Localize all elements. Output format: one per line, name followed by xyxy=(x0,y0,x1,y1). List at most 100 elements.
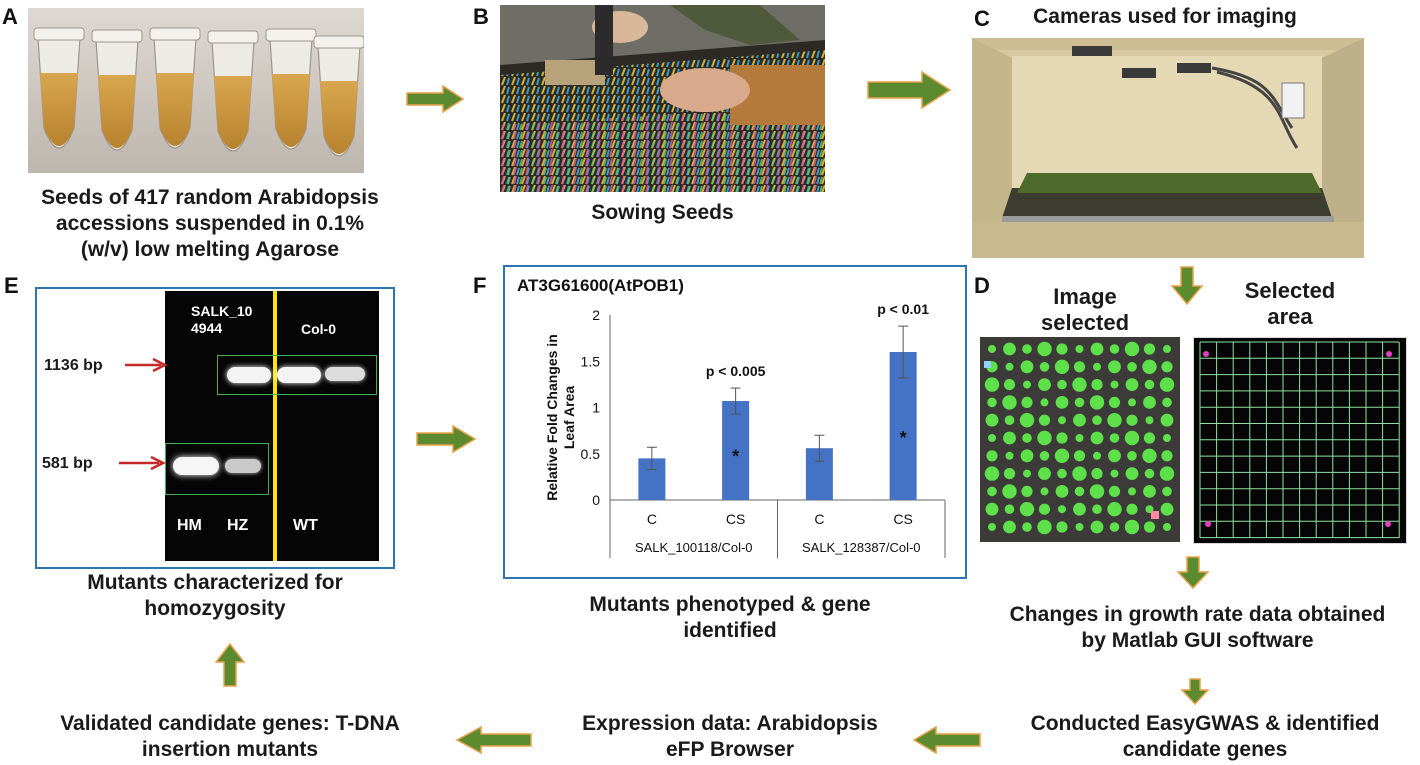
plant-rosette xyxy=(1058,416,1066,425)
panel-b-label: B xyxy=(473,4,489,29)
plant-rosette xyxy=(1091,468,1103,480)
plant-rosette xyxy=(1126,414,1138,426)
title-line: selected xyxy=(1040,310,1130,335)
plant-rosette xyxy=(1090,520,1104,534)
plant-rosette xyxy=(1057,379,1067,390)
significance-star: * xyxy=(900,428,907,448)
marker-arrow-icon xyxy=(119,455,166,471)
marker-label-581: 581 bp xyxy=(28,455,93,473)
plant-rosette xyxy=(1163,434,1171,442)
x-group-label: SALK_100118/Col-0 xyxy=(635,540,753,555)
caption-line: Mutants phenotyped & gene xyxy=(589,593,871,616)
plant-rosette xyxy=(1109,344,1120,354)
marker-text: 1136 bp xyxy=(44,357,103,374)
plant-rosette xyxy=(1127,451,1137,461)
plant-rosette xyxy=(1055,396,1069,409)
gel-band xyxy=(227,367,271,383)
plant-rosette xyxy=(1002,395,1017,410)
lane-label-hm: HM xyxy=(177,517,202,534)
p-value-label: p < 0.01 xyxy=(877,301,929,317)
plant-rosette xyxy=(1144,379,1155,390)
plant-rosette xyxy=(1055,485,1069,498)
arrow-down-icon xyxy=(1176,556,1210,590)
gel-divider xyxy=(273,291,277,561)
caption-line: accessions suspended in 0.1% xyxy=(55,212,365,235)
plant-rosette xyxy=(1002,484,1017,499)
plant-rosette xyxy=(1072,466,1087,481)
bar-chart: AT3G61600(AtPOB1)Relative Fold Changes i… xyxy=(517,276,946,558)
x-tick-label: CS xyxy=(726,511,745,527)
plant-rosette xyxy=(1092,504,1102,514)
lane-label-hz: HZ xyxy=(227,517,249,534)
y-tick-label: 1.5 xyxy=(581,353,601,369)
y-tick-label: 0 xyxy=(592,492,600,508)
arrow-right-icon xyxy=(867,70,952,110)
title-line: area xyxy=(1267,304,1313,329)
plant-rosette xyxy=(1056,432,1068,444)
plant-rosette xyxy=(1005,451,1014,460)
plant-rosette xyxy=(1161,450,1173,462)
band-box-lower xyxy=(165,443,269,495)
panel-a-label: A xyxy=(2,4,18,29)
caption-line: Mutants characterized for xyxy=(87,571,343,594)
image-selected-photo xyxy=(980,337,1180,542)
plant-rosette xyxy=(1039,451,1050,461)
plant-rosette xyxy=(1058,505,1066,514)
x-tick-label: C xyxy=(647,511,657,527)
gel-header-line: 4944 xyxy=(191,320,223,336)
plant-rosette xyxy=(1004,504,1015,514)
plant-rosette xyxy=(1023,380,1031,389)
plant-rosette xyxy=(1127,362,1137,372)
caption-line: (w/v) low melting Agarose xyxy=(80,238,340,261)
step-line: Expression data: Arabidopsis xyxy=(582,712,878,735)
plant-rosette xyxy=(988,434,996,442)
plant-rosette xyxy=(1004,415,1015,425)
step-line: Conducted EasyGWAS & identified xyxy=(1030,712,1380,735)
plant-rosette xyxy=(1128,398,1136,407)
plant-rosette xyxy=(1039,362,1050,372)
plant-rosette xyxy=(1159,466,1175,481)
plant-rosette xyxy=(1075,523,1084,531)
y-axis-label-line: Relative Fold Changes in xyxy=(544,334,560,500)
plant-rosette xyxy=(1108,360,1121,374)
panel-b-caption: Sowing Seeds xyxy=(591,201,734,224)
camera-chamber-photo xyxy=(972,38,1364,258)
plant-rosette xyxy=(985,502,999,516)
p-value-label: p < 0.005 xyxy=(706,363,766,379)
plant-rosette xyxy=(1003,468,1016,480)
plant-rosette xyxy=(984,377,1000,392)
plant-rosette xyxy=(1109,522,1120,532)
plant-rosette xyxy=(984,466,1000,481)
corner-marker xyxy=(984,361,991,368)
plant-rosette xyxy=(1054,448,1070,463)
gel-band xyxy=(173,457,219,475)
plant-rosette xyxy=(1019,502,1035,517)
plant-rosette xyxy=(1074,397,1085,408)
panel-c-title: Cameras used for imaging xyxy=(1033,5,1297,28)
corner-marker xyxy=(1151,511,1159,519)
plant-rosette xyxy=(1057,468,1067,479)
arrow-left-icon xyxy=(912,725,981,755)
marker-text: 581 bp xyxy=(42,455,93,472)
plant-rosette xyxy=(1072,377,1087,392)
plant-rosette xyxy=(987,486,997,497)
validated-step: Validated candidate genes: T-DNA inserti… xyxy=(10,711,450,763)
plant-rosette xyxy=(1145,416,1154,425)
y-tick-label: 1 xyxy=(592,400,600,416)
plant-rosette xyxy=(1162,486,1172,497)
plant-rosette xyxy=(1021,396,1033,408)
bar xyxy=(722,401,750,500)
arrow-right-icon xyxy=(406,84,465,114)
panel-a-caption: Seeds of 417 random Arabidopsis accessio… xyxy=(0,185,420,263)
plant-rosette xyxy=(1089,395,1105,410)
expression-step: Expression data: Arabidopsis eFP Browser xyxy=(540,711,920,763)
plant-rosette xyxy=(1073,413,1086,427)
corner-dot xyxy=(1205,521,1211,527)
arrow-down-icon xyxy=(1170,266,1204,306)
gel-header: SALK_10 4944 xyxy=(191,303,252,337)
plant-rosette xyxy=(988,345,996,353)
plant-rosette xyxy=(1143,485,1156,498)
gel-frame: SALK_10 4944 Col-0 HM HZ WT 1136 bp 581 … xyxy=(35,287,395,569)
plant-rosette xyxy=(1108,485,1121,497)
plant-rosette xyxy=(1090,431,1104,445)
